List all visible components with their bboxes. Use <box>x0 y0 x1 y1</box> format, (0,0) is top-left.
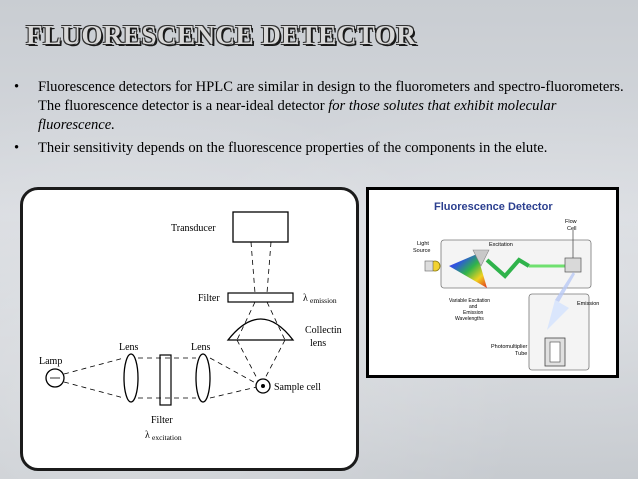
bullet-text: Fluorescence detectors for HPLC are simi… <box>38 79 624 114</box>
wavelength-label: Emission <box>463 310 484 316</box>
grating-icon <box>472 249 490 267</box>
lamp-label: Lamp <box>39 356 62 367</box>
schematic-diagram: Transducer Filter λ emission Collectin l… <box>39 211 342 442</box>
flow-cell-label: Flow <box>565 219 577 225</box>
bullet-list: • Fluorescence detectors for HPLC are si… <box>12 78 624 162</box>
filter-label: Filter <box>198 293 220 304</box>
excitation-lens-left <box>123 353 139 403</box>
excitation-beam <box>485 257 531 279</box>
transducer-label: Transducer <box>171 223 216 234</box>
schematic-diagram-panel: Transducer Filter λ emission Collectin l… <box>20 187 359 471</box>
excitation-filter <box>159 354 172 406</box>
lens-left-label: Lens <box>119 342 139 353</box>
lambda-excitation-symbol: λ <box>145 430 150 441</box>
detector-illustration-panel: Fluorescence Detector Light Source Excit… <box>366 187 619 378</box>
detector-illustration: Fluorescence Detector Light Source Excit… <box>413 201 599 371</box>
detector-title: Fluorescence Detector <box>434 201 553 213</box>
light-source-label: Light <box>417 241 429 247</box>
slide-title: FLUORESCENCE DETECTOR <box>26 20 417 50</box>
emission-filter <box>227 292 294 303</box>
bullet-glyph: • <box>14 140 20 156</box>
collecting-lens-label: Collectin <box>305 325 342 336</box>
lens-right-label: Lens <box>191 342 211 353</box>
bullet-text: Their sensitivity depends on the fluores… <box>38 140 548 156</box>
emission-light-path <box>236 241 286 387</box>
emission-beam <box>555 272 575 302</box>
excitation-lens-right <box>195 353 211 403</box>
bullet-item: • Fluorescence detectors for HPLC are si… <box>12 78 624 135</box>
collecting-lens-label: lens <box>310 338 326 349</box>
light-source-label: Source <box>413 248 430 254</box>
bullet-glyph: • <box>14 79 20 95</box>
spectrum-fan <box>449 254 487 288</box>
transducer-box <box>232 211 289 243</box>
lambda-emission-symbol: λ <box>303 293 308 304</box>
wavelength-label: Variable Excitation <box>449 298 490 304</box>
sample-cell-label: Sample cell <box>274 382 321 393</box>
pmt-label: Photomultiplier <box>491 344 528 350</box>
flow-cell-label: Cell <box>567 226 576 232</box>
bullet-item: • Their sensitivity depends on the fluor… <box>12 139 624 158</box>
collecting-lens <box>226 318 295 341</box>
wavelength-label: Wavelengths <box>455 316 484 322</box>
lambda-emission-subscript: emission <box>310 296 337 305</box>
wavelength-label: and <box>469 304 478 310</box>
filter-bottom-label: Filter <box>151 415 173 426</box>
lambda-excitation-subscript: excitation <box>152 433 182 442</box>
flow-cell <box>564 257 582 273</box>
pmt-label: Tube <box>515 351 527 357</box>
excitation-label: Excitation <box>489 242 513 248</box>
emission-label: Emission <box>577 301 599 307</box>
bullet-text-italic: for those solutes that exhibit molecular… <box>38 98 557 133</box>
excitation-light-path <box>63 357 262 399</box>
